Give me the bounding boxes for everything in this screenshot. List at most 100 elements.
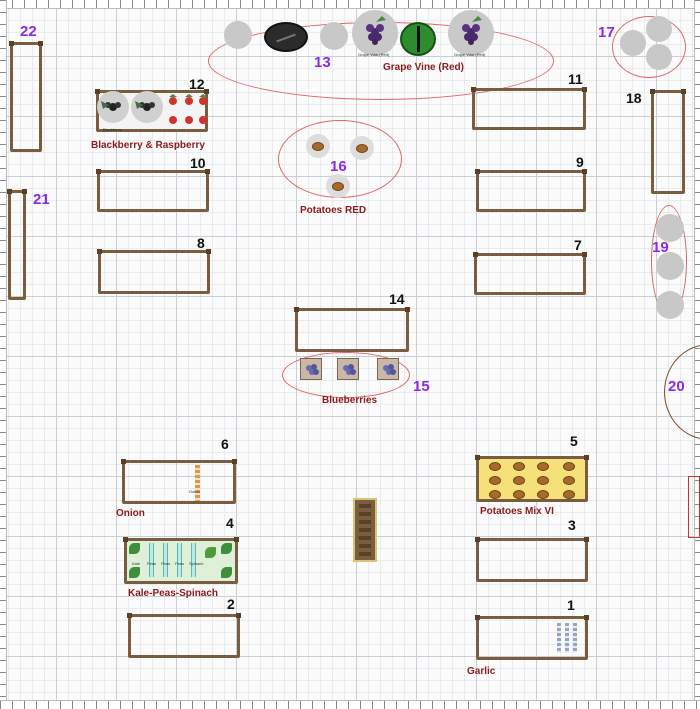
potato[interactable] [563,462,575,471]
bed-11[interactable] [471,87,587,130]
onion-tag: Onion [189,489,200,494]
potato-red-plant[interactable] [306,134,330,158]
bed-6[interactable]: Onion [121,459,237,504]
peas-row[interactable] [149,543,154,577]
grape-plant-empty[interactable] [320,22,348,50]
potato[interactable] [537,490,549,499]
kale-tag: Kale [132,561,141,566]
zone-17-plant[interactable] [620,30,646,56]
kale-plant[interactable] [221,543,232,554]
kale-plant[interactable] [221,567,232,578]
bed-12-number: 12 [189,76,205,92]
bed-18[interactable] [650,89,686,194]
bed-2-number: 2 [227,596,235,612]
bed-9[interactable] [475,169,587,212]
potato-red-plant[interactable] [350,136,374,160]
blueberry-plant[interactable] [377,358,399,380]
peas-tag: Peas [161,561,171,566]
potato[interactable] [489,462,501,471]
zone-13-number: 13 [314,54,331,71]
edge-structure[interactable] [688,476,700,538]
spinach-plant[interactable] [205,547,216,558]
bed-4[interactable]: Kale Peas Peas Peas Spinach [123,537,239,584]
garlic-row[interactable] [573,623,577,653]
peas-tag: Peas [175,561,185,566]
peas-row[interactable] [177,543,182,577]
blueberry-plant[interactable] [300,358,322,380]
potato[interactable] [537,476,549,485]
onion-row[interactable] [195,465,200,501]
zone-19-plant[interactable] [656,291,684,319]
peas-row[interactable] [191,543,196,577]
grape-icon [462,16,482,45]
zone-17-plant[interactable] [646,16,672,42]
potato[interactable] [489,490,501,499]
bed-1-number: 1 [567,597,575,613]
bed-2[interactable] [127,613,241,658]
wooden-bench[interactable] [353,498,377,562]
potato[interactable] [563,476,575,485]
bed-6-label: Onion [116,508,145,519]
bed-10-number: 10 [190,155,206,171]
grape-icon [366,16,386,45]
raspberry-icons [169,94,207,124]
bed-5[interactable] [475,455,589,502]
grape-plant-right[interactable] [448,10,494,56]
potato[interactable] [563,490,575,499]
blueberry-plant[interactable] [337,358,359,380]
potato[interactable] [513,476,525,485]
bed-21-number: 21 [33,191,50,208]
bed-14[interactable] [294,307,410,352]
bed-4-number: 4 [226,515,234,531]
blackberry-icon [135,101,155,111]
top-ruler [0,0,700,9]
bed-14-number: 14 [389,291,405,307]
bed-1[interactable] [475,615,589,660]
potato[interactable] [513,462,525,471]
grape-plant-empty[interactable] [224,21,252,49]
potato[interactable] [489,476,501,485]
garlic-row[interactable] [565,623,569,653]
bed-12[interactable]: Blackberry [95,89,209,132]
blackberry-plant[interactable] [131,91,163,123]
zone-17-plant[interactable] [646,44,672,70]
bed-5-label: Potatoes Mix VI [480,506,554,517]
bed-22[interactable] [9,41,43,152]
peas-tag: Peas [147,561,157,566]
blackberry-tag: Blackberry [103,127,122,132]
zone-13-label: Grape Vine (Red) [383,62,464,73]
blackberry-plant[interactable] [97,91,129,123]
garlic-row[interactable] [557,623,561,653]
blackberry-icon [101,101,121,111]
blueberry-icon [306,364,319,375]
potato-red-plant[interactable] [326,174,350,198]
bed-7[interactable] [473,252,587,295]
left-ruler [0,0,7,709]
peas-row[interactable] [163,543,168,577]
zone-19-plant[interactable] [656,214,684,242]
bed-10[interactable] [96,169,210,212]
bed-22-number: 22 [20,23,37,40]
potato[interactable] [513,490,525,499]
bed-7-number: 7 [574,237,582,253]
zone-16-number: 16 [330,158,347,175]
water-tank-icon[interactable] [264,22,308,52]
bed-21[interactable] [7,189,27,300]
green-barrel-icon[interactable] [400,22,436,56]
grape-plant-left[interactable] [352,10,398,56]
zone-15-outline[interactable] [282,352,410,398]
zone-17-number: 17 [598,24,615,41]
bed-8[interactable] [97,249,211,294]
bed-3[interactable] [475,537,589,582]
zone-15-label: Blueberries [322,395,378,406]
zone-19-plant[interactable] [656,252,684,280]
zone-20-number: 20 [668,378,685,395]
bed-6-number: 6 [221,436,229,452]
zone-17-outline[interactable] [612,16,686,78]
potato[interactable] [537,462,549,471]
kale-plant[interactable] [129,567,140,578]
bottom-ruler [0,700,700,709]
bed-9-number: 9 [576,154,584,170]
kale-plant[interactable] [129,543,140,554]
